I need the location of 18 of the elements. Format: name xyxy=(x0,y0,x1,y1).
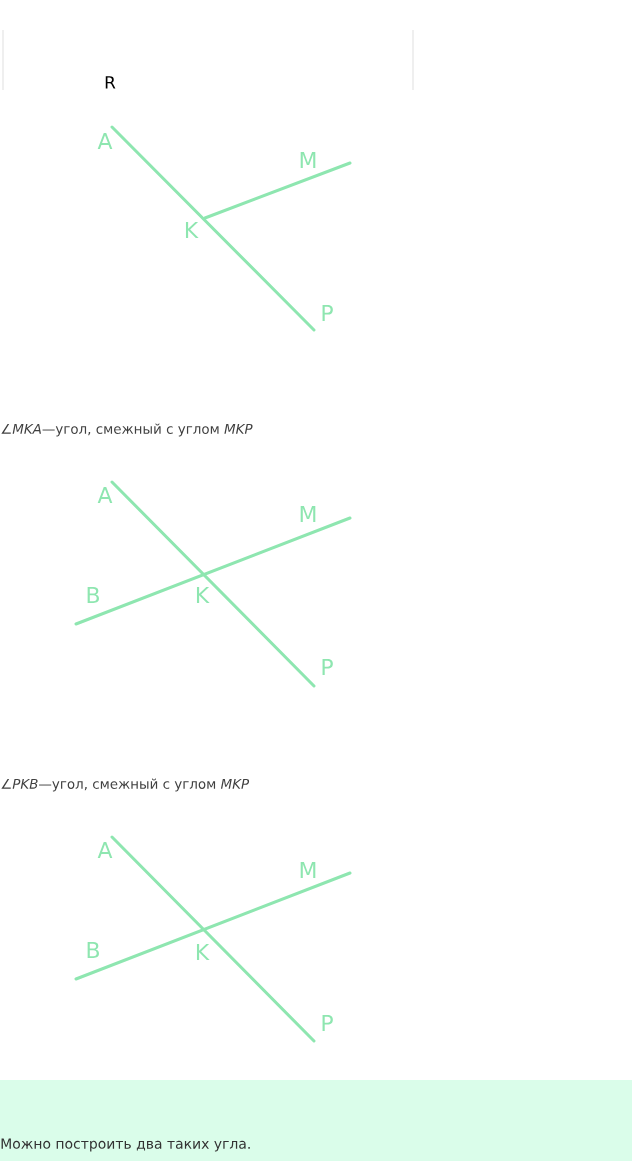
point-label: B xyxy=(87,587,99,603)
point-label: P xyxy=(322,305,333,321)
point-label: A xyxy=(97,487,113,503)
point-label: B xyxy=(87,942,99,958)
point-label: M xyxy=(300,506,316,522)
point-label: P xyxy=(322,1015,333,1031)
point-label: K xyxy=(185,222,199,238)
caption: ∠MKA—угол, смежный с углом MKP xyxy=(1,423,253,437)
point-label: K xyxy=(196,944,210,960)
caption: ∠PKB—угол, смежный с углом MKP xyxy=(1,778,250,792)
point-label: M xyxy=(300,862,316,878)
point-label: A xyxy=(97,842,113,858)
point-label: P xyxy=(322,659,333,675)
answer-text: Можно построить два таких угла. xyxy=(1,1138,250,1152)
point-label: A xyxy=(97,133,113,149)
point-label: K xyxy=(196,587,210,603)
point-label: M xyxy=(300,152,316,168)
point-label: R xyxy=(105,76,116,89)
